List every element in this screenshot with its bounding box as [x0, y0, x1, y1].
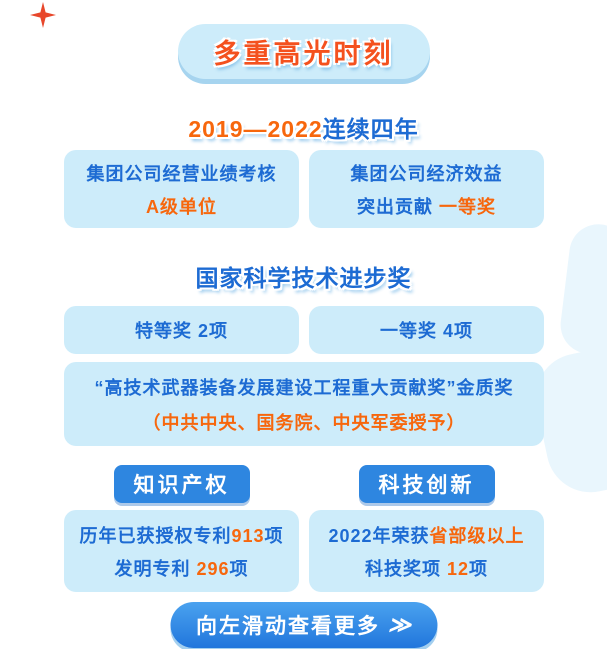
card-economic-benefit: 集团公司经济效益 突出贡献 一等奖	[309, 150, 544, 228]
swipe-more-button[interactable]: 向左滑动查看更多 ≫	[169, 602, 438, 648]
tech-awards-line2-text: 科技奖项	[364, 558, 447, 579]
sparkle-icon	[171, 20, 186, 34]
card-tech-awards: 2022年荣获省部级以上 科技奖项 12项	[309, 510, 544, 592]
patents-line2: 发明专利 296项	[114, 555, 248, 581]
sparkle-icon	[419, 71, 434, 85]
tech-awards-line2-unit: 项	[469, 558, 489, 579]
years-cards-row: 集团公司经营业绩考核 A级单位 集团公司经济效益 突出贡献 一等奖	[64, 150, 544, 228]
special-prize-label: 特等奖 2项	[134, 321, 228, 341]
card-special-prize: 特等奖 2项	[64, 306, 299, 354]
tech-awards-line2-number: 12	[446, 558, 470, 579]
first-prize-label: 一等奖 4项	[379, 321, 473, 341]
section-heading-award: 国家科学技术进步奖	[195, 265, 412, 291]
tech-awards-line2: 科技奖项 12项	[365, 555, 488, 581]
sparkle-icon	[30, 2, 56, 28]
award-cards-row: 特等奖 2项 一等奖 4项	[64, 306, 544, 354]
bottom-cards-row: 历年已获授权专利913项 发明专利 296项 2022年荣获省部级以上 科技奖项…	[64, 510, 544, 592]
card-major-contribution-award: “高技术武器装备发展建设工程重大贡献奖”金质奖 （中共中央、国务院、中央军委授予…	[64, 362, 544, 446]
years-range-text: 2019—2022	[188, 116, 323, 142]
card-patents: 历年已获授权专利913项 发明专利 296项	[64, 510, 299, 592]
badges-row: 知识产权 科技创新	[64, 465, 544, 503]
tech-awards-line1-level: 省部级以上	[429, 525, 525, 546]
section-heading-years: 2019—2022连续四年	[0, 110, 607, 144]
patents-line2-number: 296	[196, 558, 230, 579]
card-first-prize: 一等奖 4项	[309, 306, 544, 354]
card-performance-line2: A级单位	[146, 196, 217, 217]
title-badge: 多重高光时刻	[171, 20, 434, 85]
card-performance-assessment: 集团公司经营业绩考核 A级单位	[64, 150, 299, 228]
badge-tech-wrap: 科技创新	[309, 465, 544, 503]
double-arrow-icon: ≫	[387, 612, 412, 637]
economic-line2-award: 一等奖	[439, 196, 496, 217]
patents-line2-unit: 项	[229, 558, 249, 579]
tech-awards-line1-text: 2022年荣获	[328, 525, 430, 546]
card-economic-line2: 突出贡献 一等奖	[357, 193, 496, 219]
card-performance-line1: 集团公司经营业绩考核	[86, 163, 277, 184]
page-title: 多重高光时刻	[213, 39, 394, 69]
badge-ip-wrap: 知识产权	[64, 465, 299, 503]
patents-line1-number: 913	[231, 525, 265, 546]
major-award-line1: “高技术武器装备发展建设工程重大贡献奖”金质奖	[94, 377, 514, 398]
badge-tech-innovation: 科技创新	[358, 465, 495, 503]
badge-intellectual-property: 知识产权	[113, 465, 250, 503]
economic-line2-prefix: 突出贡献	[356, 196, 439, 217]
patents-line2-text: 发明专利	[114, 558, 197, 579]
tech-awards-line1: 2022年荣获省部级以上	[328, 522, 524, 548]
swipe-more-label: 向左滑动查看更多	[195, 615, 380, 638]
card-economic-line1: 集团公司经济效益	[350, 163, 503, 184]
major-award-line2: （中共中央、国务院、中央军委授予）	[142, 412, 466, 433]
patents-line1-text: 历年已获授权专利	[79, 525, 232, 546]
patents-line1-unit: 项	[264, 525, 284, 546]
years-label-text: 连续四年	[322, 116, 419, 142]
patents-line1: 历年已获授权专利913项	[79, 522, 283, 548]
